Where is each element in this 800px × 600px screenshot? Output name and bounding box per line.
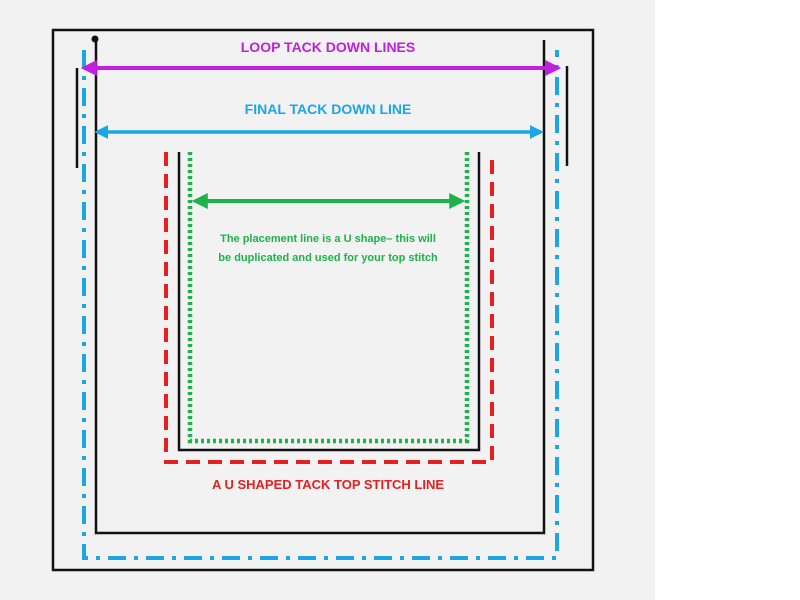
start-dot <box>91 35 99 43</box>
final-label: FINAL TACK DOWN LINE <box>245 101 412 117</box>
background-panel <box>0 0 655 600</box>
u-tack-label: A U SHAPED TACK TOP STITCH LINE <box>212 477 444 492</box>
placement-label-line2: be duplicated and used for your top stit… <box>218 252 438 264</box>
u-tack-dashed-line <box>164 152 494 464</box>
final-tack-dashdot-line <box>82 50 559 560</box>
inner-u-outline <box>94 40 546 535</box>
outer-frame <box>51 28 595 572</box>
placement-dotted-line <box>187 152 470 444</box>
loop-label: LOOP TACK DOWN LINES <box>241 39 415 55</box>
placement-label-line1: The placement line is a U shape– this wi… <box>220 233 436 245</box>
pocket-u-outline <box>177 152 481 452</box>
